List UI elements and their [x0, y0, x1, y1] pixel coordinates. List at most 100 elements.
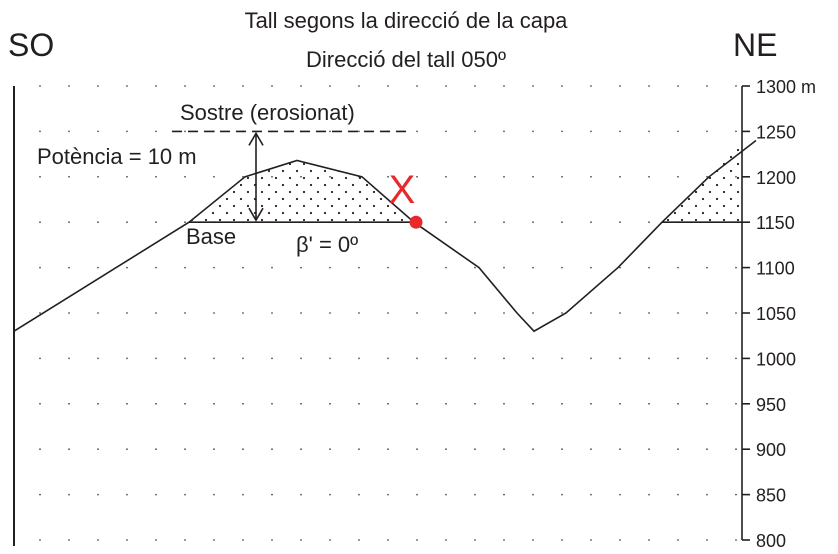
grid-dot — [474, 176, 476, 178]
grid-dot — [213, 358, 215, 360]
grid-dot — [619, 358, 621, 360]
grid-dot — [503, 539, 505, 541]
grid-dot — [68, 312, 70, 314]
grid-dot — [97, 358, 99, 360]
grid-dot — [39, 448, 41, 450]
grid-dot — [329, 267, 331, 269]
grid-dot — [677, 131, 679, 133]
axis-tick-label: 850 — [756, 486, 786, 506]
grid-dot — [184, 176, 186, 178]
grid-dot — [300, 85, 302, 87]
grid-dot — [97, 494, 99, 496]
grid-dot — [706, 448, 708, 450]
grid-dot — [39, 494, 41, 496]
grid-dot — [416, 267, 418, 269]
grid-dot — [387, 539, 389, 541]
grid-dot — [184, 403, 186, 405]
grid-dot — [39, 131, 41, 133]
grid-dot — [358, 85, 360, 87]
grid-dot — [329, 494, 331, 496]
grid-dot — [474, 448, 476, 450]
grid-dot — [677, 176, 679, 178]
grid-dot — [184, 131, 186, 133]
grid-dot — [503, 85, 505, 87]
axis-tick-label: 800 — [756, 531, 786, 551]
grid-dot — [648, 539, 650, 541]
grid-dot — [416, 403, 418, 405]
grid-dot — [155, 539, 157, 541]
grid-dot — [416, 448, 418, 450]
chart-title: Tall segons la direcció de la capa — [245, 8, 569, 33]
grid-dot — [677, 403, 679, 405]
axis-tick-label: 1200 — [756, 168, 796, 188]
grid-dot — [648, 358, 650, 360]
grid-dot — [619, 494, 621, 496]
grid-dot — [213, 312, 215, 314]
grid-dot — [706, 539, 708, 541]
grid-dot — [155, 358, 157, 360]
grid-dot — [358, 448, 360, 450]
layer-outcrop-left — [189, 161, 414, 223]
grid-dot — [503, 403, 505, 405]
grid-dot — [184, 448, 186, 450]
grid-dot — [300, 494, 302, 496]
grid-dot — [387, 448, 389, 450]
grid-dot — [503, 312, 505, 314]
grid-dot — [590, 131, 592, 133]
grid-dot — [387, 358, 389, 360]
grid-dot — [706, 403, 708, 405]
grid-dot — [39, 358, 41, 360]
grid-dot — [474, 131, 476, 133]
grid-dot — [416, 494, 418, 496]
grid-dot — [445, 312, 447, 314]
grid-dot — [155, 85, 157, 87]
grid-dot — [271, 85, 273, 87]
point-x-marker — [410, 216, 423, 229]
grid-dot — [648, 176, 650, 178]
grid-dot — [68, 176, 70, 178]
grid-dot — [677, 85, 679, 87]
grid-dot — [126, 539, 128, 541]
grid-dot — [735, 85, 737, 87]
grid-dot — [242, 539, 244, 541]
grid-dot — [97, 176, 99, 178]
grid-dot — [97, 267, 99, 269]
grid-dot — [271, 494, 273, 496]
grid-dot — [648, 448, 650, 450]
grid-dot — [329, 358, 331, 360]
axis-tick-label: 1250 — [756, 122, 796, 142]
grid-dot — [184, 85, 186, 87]
grid-dot — [213, 267, 215, 269]
grid-dot — [735, 448, 737, 450]
grid-dot — [735, 539, 737, 541]
grid-dot — [271, 267, 273, 269]
grid-dot — [213, 403, 215, 405]
grid-dot — [532, 494, 534, 496]
grid-dot — [590, 267, 592, 269]
grid-dot — [648, 85, 650, 87]
grid-dot — [68, 131, 70, 133]
grid-dot — [416, 85, 418, 87]
grid-dot — [242, 358, 244, 360]
grid-dot — [474, 494, 476, 496]
grid-dot — [39, 267, 41, 269]
grid-dot — [445, 267, 447, 269]
grid-dot — [561, 494, 563, 496]
grid-dot — [213, 176, 215, 178]
point-x-label: X — [389, 168, 416, 212]
roof-label: Sostre (erosionat) — [180, 100, 355, 125]
grid-dot — [126, 176, 128, 178]
grid-dot — [68, 539, 70, 541]
grid-dot — [532, 176, 534, 178]
grid-dot — [561, 85, 563, 87]
grid-dot — [706, 494, 708, 496]
grid-dot — [68, 221, 70, 223]
grid-dot — [184, 494, 186, 496]
grid-dot — [39, 312, 41, 314]
grid-dot — [68, 403, 70, 405]
grid-dot — [155, 176, 157, 178]
grid-dot — [474, 85, 476, 87]
grid-dot — [677, 312, 679, 314]
grid-dot — [213, 494, 215, 496]
grid-dot — [39, 85, 41, 87]
